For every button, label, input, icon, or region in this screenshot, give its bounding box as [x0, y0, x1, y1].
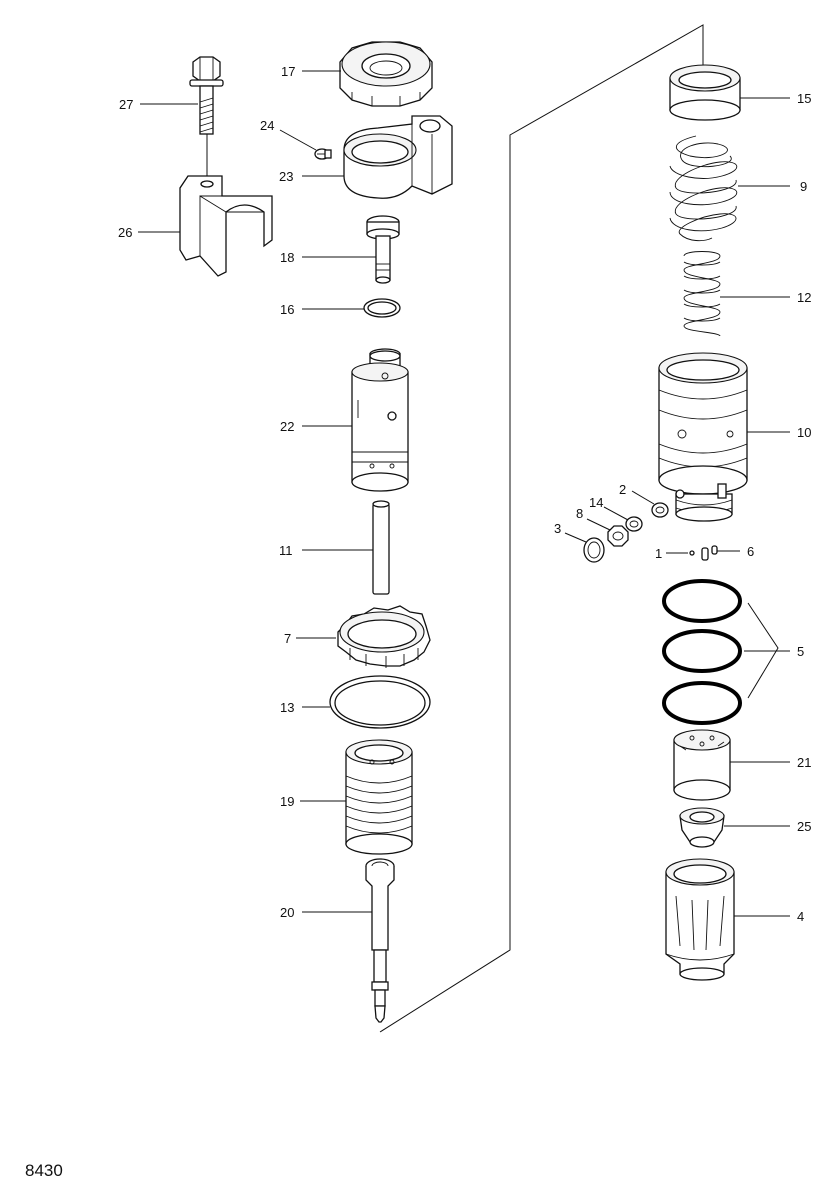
callout-22: 22 [280, 419, 294, 434]
callout-13: 13 [280, 700, 294, 715]
part-18-pin[interactable] [366, 215, 400, 284]
part-4-nozzle-nut[interactable] [665, 858, 735, 981]
part-5-o-rings[interactable] [662, 579, 742, 725]
leader-5 [747, 602, 779, 699]
callout-27: 27 [119, 97, 133, 112]
part-21-tip-body[interactable] [673, 729, 731, 801]
callout-8: 8 [576, 506, 583, 521]
part-16-snap-ring[interactable] [363, 298, 401, 318]
part-1-ball[interactable] [689, 550, 695, 556]
callout-4: 4 [797, 909, 804, 924]
part-11-rod[interactable] [372, 500, 390, 595]
part-19-sleeve[interactable] [345, 739, 413, 855]
callout-23: 23 [279, 169, 293, 184]
part-24-screw[interactable] [314, 148, 332, 160]
callout-19: 19 [280, 794, 294, 809]
callout-6: 6 [747, 544, 754, 559]
callout-9: 9 [800, 179, 807, 194]
part-8-plug[interactable] [607, 525, 629, 547]
leader-3 [564, 532, 587, 543]
leader-2 [631, 490, 655, 505]
callout-24: 24 [260, 118, 274, 133]
part-14-fitting[interactable] [625, 516, 643, 532]
part-9-spring[interactable] [669, 135, 738, 242]
callout-11: 11 [279, 543, 293, 558]
callout-1: 1 [655, 546, 662, 561]
part-17-nut[interactable] [339, 41, 433, 107]
callout-10: 10 [797, 425, 811, 440]
part-7-gear-ring[interactable] [337, 605, 431, 668]
callout-18: 18 [280, 250, 294, 265]
callout-5: 5 [797, 644, 804, 659]
part-26-clamp[interactable] [179, 175, 273, 277]
part-25-seat[interactable] [679, 807, 725, 848]
part-15-cap[interactable] [669, 64, 741, 121]
part-3-ring[interactable] [583, 537, 605, 563]
callout-20: 20 [280, 905, 294, 920]
part-27-bolt[interactable] [189, 56, 224, 180]
part-23-holder[interactable] [343, 115, 453, 199]
part-12-spring[interactable] [683, 251, 721, 337]
figure-number: 8430 [25, 1161, 63, 1180]
callout-3: 3 [554, 521, 561, 536]
callout-14: 14 [589, 495, 603, 510]
part-2-washer[interactable] [651, 502, 669, 518]
assembly-path-line [379, 24, 704, 1033]
callout-15: 15 [797, 91, 811, 106]
callout-17: 17 [281, 64, 295, 79]
part-10-housing[interactable] [658, 352, 748, 522]
callout-12: 12 [797, 290, 811, 305]
part-22-body[interactable] [351, 348, 409, 492]
callout-7: 7 [284, 631, 291, 646]
callout-16: 16 [280, 302, 294, 317]
callout-2: 2 [619, 482, 626, 497]
part-6-pins[interactable] [701, 545, 718, 561]
leader-24 [279, 129, 317, 151]
callout-25: 25 [797, 819, 811, 834]
part-13-ring[interactable] [329, 675, 431, 729]
callout-21: 21 [797, 755, 811, 770]
callout-26: 26 [118, 225, 132, 240]
leader-14 [603, 506, 629, 521]
leader-8 [586, 518, 611, 531]
part-20-needle[interactable] [365, 858, 395, 1023]
